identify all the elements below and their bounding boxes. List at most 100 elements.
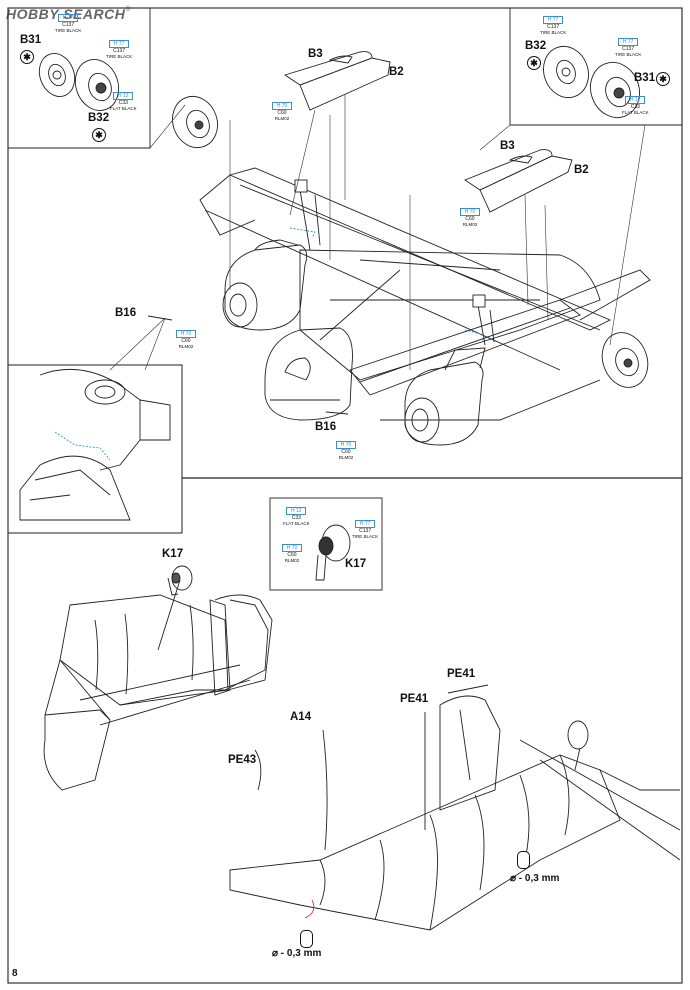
color-code: H 70 [176,330,196,338]
color-name: TIRE BLACK [540,30,567,35]
color-name: FLAT BLACK [110,106,137,111]
color-callout-rlm02: H 70 C60 RLM02 [460,208,480,228]
color-callout-tire-black: H 77 C137 TIRE BLACK [540,16,566,36]
color-mr: C137 [547,24,560,30]
part-b2-mid: B2 [574,164,589,176]
color-code: H 12 [286,507,307,515]
gear-highlight-left [289,227,316,239]
color-callout-rlm02: H 70 C60 RLM02 [282,544,302,564]
page-frame [7,7,683,984]
color-mr: C60 [287,552,297,558]
part-b16-left: B16 [115,307,137,319]
color-name: RLM02 [338,455,354,460]
color-code: H 77 [58,14,79,22]
color-mr: C33 [291,515,301,521]
wheel-b32-right [543,45,589,99]
color-code: H 12 [625,96,646,104]
color-code: H 70 [272,102,292,110]
color-callout-rlm02: H 70 C60 RLM02 [176,330,196,350]
color-callout-flat-black: H 12 C33 FLAT BLACK [283,507,310,527]
k17-detail [315,524,351,581]
drill-icon [300,930,313,948]
color-callout-tire-black: H 77 C137 TIRE BLACK [352,520,378,540]
part-b2-top: B2 [389,66,404,78]
color-mr: C60 [181,338,191,344]
k17-part [157,565,193,651]
color-code: H 70 [336,441,356,449]
color-code: H 70 [460,208,480,216]
color-name: TIRE BLACK [106,54,133,59]
part-b31-right: B31 [634,72,656,84]
gear-doors-top [283,51,391,111]
color-name: FLAT BLACK [283,521,310,526]
gear-highlight-right [464,329,486,342]
color-code: H 77 [543,16,564,24]
color-mr: C60 [277,110,287,116]
detail-frame-left [8,364,183,534]
color-name: FLAT BLACK [622,110,649,115]
color-name: RLM02 [178,344,194,349]
watermark-mark: ® [125,6,131,13]
star-cross-icon: ✱ [656,72,670,86]
color-code: H 77 [355,520,376,528]
part-b3-mid: B3 [500,140,515,152]
color-name: TIRE BLACK [55,28,82,33]
main-wheel-left [172,95,218,149]
part-b3-top: B3 [308,48,323,60]
part-a14: A14 [290,711,312,723]
main-wheel-right [601,332,649,388]
color-mr: C33 [118,100,128,106]
star-cross-icon: ✱ [527,56,541,70]
tail-assembly [43,594,273,791]
drill-icon [517,851,530,869]
page-number: 8 [12,968,18,979]
part-b32-right: B32 [525,40,547,52]
part-k17-main: K17 [162,548,184,560]
color-name: RLM02 [274,116,290,121]
detail-highlight [54,431,111,461]
color-mr: C60 [341,449,351,455]
color-mr: C137 [359,528,372,534]
wheel-b31-top [38,53,76,97]
color-mr: C137 [622,46,635,52]
color-name: TIRE BLACK [615,52,642,57]
color-mr: C33 [630,104,640,110]
drill-size-b: ⌀ - 0,3 mm [272,948,322,959]
part-b32-top: B32 [88,112,110,124]
color-mr: C60 [465,216,475,222]
color-callout-rlm02: H 70 C60 RLM02 [272,102,292,122]
wheel-b32-top [74,59,120,111]
part-k17-inset: K17 [345,558,367,570]
leader-lines [109,95,646,371]
color-callout-tire-black: H 77 C137 TIRE BLACK [615,38,641,58]
drill-size-a: ⌀ - 0,3 mm [510,873,560,884]
inset-frame-k17 [269,497,383,591]
part-pe41-b: PE41 [400,693,429,705]
color-callout-tire-black: H 77 C137 TIRE BLACK [55,14,81,34]
wheel-b31-right [590,61,640,119]
color-code: H 70 [282,544,302,552]
color-code: H 77 [109,40,130,48]
rear-fuselage [229,684,681,931]
color-callout-flat-black: H 12 C33 FLAT BLACK [622,96,649,116]
color-code: H 12 [113,92,134,100]
part-b31-top: B31 [20,34,42,46]
detail-view [19,368,171,521]
airframe-top [147,167,651,446]
color-callout-tire-black: H 77 C137 TIRE BLACK [106,40,132,60]
color-mr: C137 [113,48,126,54]
color-code: H 77 [618,38,639,46]
part-pe41-a: PE41 [447,668,476,680]
part-b16-right: B16 [315,421,337,433]
part-pe43: PE43 [228,754,257,766]
color-callout-flat-black: H 12 C33 FLAT BLACK [110,92,137,112]
color-name: RLM02 [462,222,478,227]
gear-doors-mid [464,149,573,213]
star-cross-icon: ✱ [20,50,34,64]
color-callout-rlm02: H 70 C60 RLM02 [336,441,356,461]
color-name: RLM02 [284,558,300,563]
color-mr: C137 [62,22,75,28]
color-name: TIRE BLACK [352,534,379,539]
